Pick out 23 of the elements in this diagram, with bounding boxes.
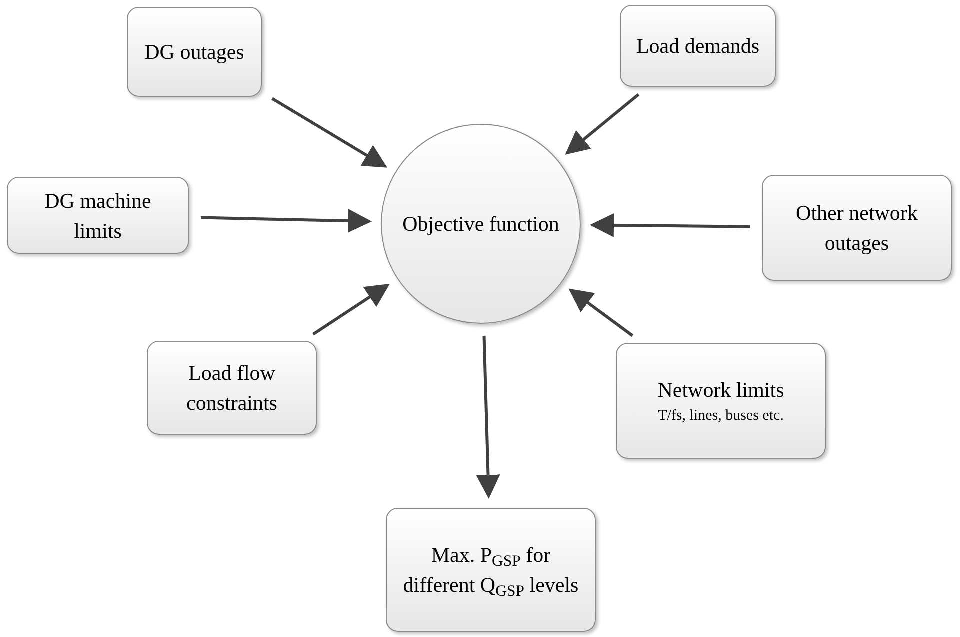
node-title: Max. P$_{GSP}$ for different Q$_{GSP}$ levels — [402, 542, 580, 600]
process-box — [147, 341, 317, 435]
arrow — [568, 288, 634, 338]
arrow — [590, 213, 750, 238]
node-title: DG machine limits — [44, 188, 152, 244]
node-title: DG outages — [144, 39, 244, 66]
arrow — [272, 97, 388, 168]
node-title: Load demands — [636, 33, 760, 60]
node-title: Load flow constraints — [186, 360, 278, 417]
node-title: Objective function — [402, 211, 560, 238]
arrow — [476, 336, 500, 499]
node-subtitle: T/fs, lines, buses etc. — [658, 407, 784, 426]
process-box — [762, 175, 952, 281]
process-box — [127, 7, 262, 97]
arrow — [565, 93, 640, 155]
process-box — [7, 177, 189, 254]
process-box — [386, 508, 596, 632]
node-title: Network limits — [658, 377, 784, 404]
node-title: Other network outages — [795, 200, 919, 257]
process-box — [620, 5, 776, 87]
process-box — [616, 343, 826, 459]
arrow — [200, 209, 372, 234]
arrow — [312, 284, 390, 336]
